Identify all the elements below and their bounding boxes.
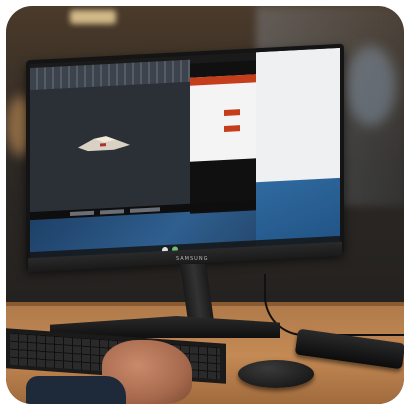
slide-thumbnail	[224, 125, 240, 132]
monitor-brand-logo: SAMSUNG	[176, 256, 209, 262]
browser-window	[256, 47, 340, 193]
ceiling-lamp	[70, 10, 116, 24]
cad-3d-model	[78, 136, 130, 152]
slide-thumbnail	[224, 109, 240, 116]
cad-toolbar	[30, 59, 190, 91]
computer-mouse	[238, 360, 314, 388]
monitor-screen	[30, 47, 340, 263]
monitor-cable	[264, 274, 404, 336]
cad-application-window	[30, 59, 190, 219]
monitor-stand-base	[50, 316, 280, 338]
photo-frame: SAMSUNG	[6, 6, 404, 404]
user-sleeve	[26, 376, 126, 404]
powerpoint-window	[190, 74, 256, 162]
bokeh-light	[346, 46, 396, 126]
